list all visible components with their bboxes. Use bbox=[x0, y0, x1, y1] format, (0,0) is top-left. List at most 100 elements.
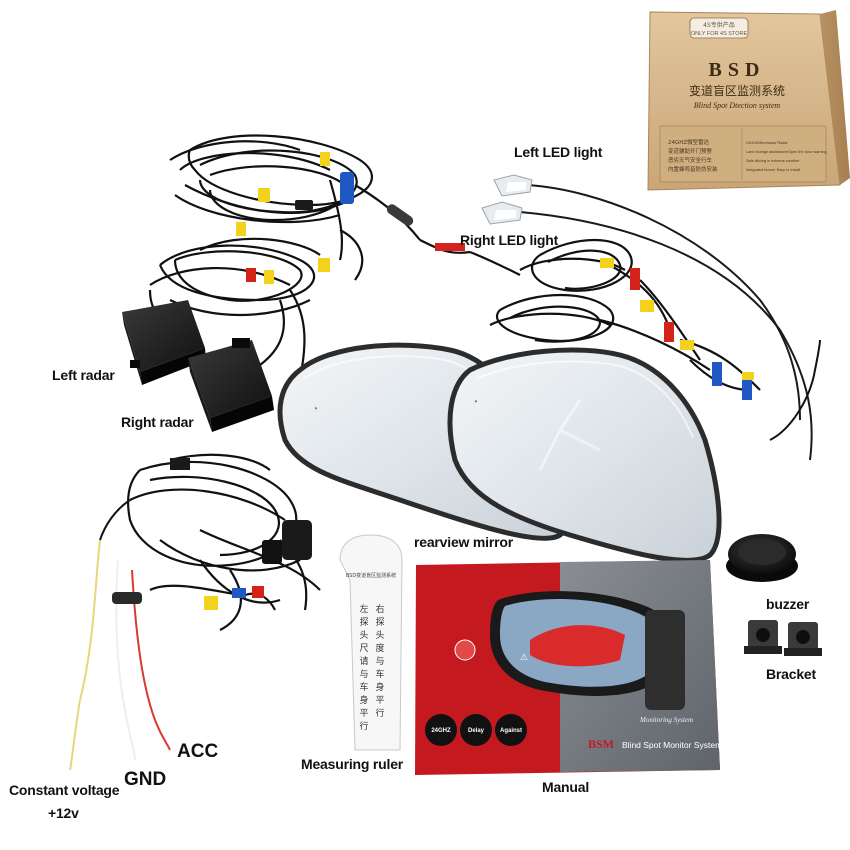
manual-badge-2: Delay bbox=[468, 728, 485, 734]
right-radar bbox=[188, 338, 274, 432]
label-right-radar: Right radar bbox=[121, 414, 194, 430]
main-cable-harness bbox=[148, 134, 471, 381]
label-measuring-ruler: Measuring ruler bbox=[301, 756, 404, 772]
manual-brand: BSM bbox=[588, 737, 614, 751]
box-panel-text: Lane change assistance/Open the door war… bbox=[746, 150, 827, 154]
ruler-char: 车 bbox=[359, 681, 368, 693]
ruler-char: 身 bbox=[359, 694, 368, 706]
label-constant-voltage-12v: +12v bbox=[48, 805, 79, 821]
manual-badge-3: Against bbox=[500, 728, 522, 734]
black-connector bbox=[170, 458, 190, 470]
led-cable-coil bbox=[469, 239, 761, 392]
box-panel-text: 变道辅助开门预警 bbox=[668, 147, 713, 155]
blue-connector bbox=[340, 172, 354, 204]
yellow-tag bbox=[264, 270, 274, 284]
right-led-light bbox=[481, 201, 523, 225]
rearview-mirror-right: ◔ bbox=[447, 347, 722, 563]
label-left-led-light: Left LED light bbox=[514, 144, 603, 160]
ruler-char: 头 bbox=[375, 630, 384, 641]
ruler-char: 头 bbox=[359, 630, 368, 641]
manual: ⚠ 24GHZ Delay Against Monitoring System … bbox=[415, 560, 722, 775]
ruler-char: 探 bbox=[375, 616, 384, 628]
label-acc: ACC bbox=[177, 741, 219, 762]
box-top-tag bbox=[689, 17, 749, 39]
yellow-tag bbox=[680, 340, 694, 350]
box-info-panel bbox=[659, 125, 827, 183]
ruler-char: 尺 bbox=[359, 643, 368, 654]
left-radar bbox=[122, 300, 206, 385]
power-wires bbox=[69, 499, 171, 771]
label-gnd: GND bbox=[124, 769, 167, 790]
box-panel-text: 24GHZMicrowave Radar bbox=[746, 141, 789, 145]
label-buzzer: buzzer bbox=[766, 596, 810, 612]
red-connector bbox=[630, 268, 640, 290]
box-top-tag-en: ONLY FOR 4S STORE bbox=[691, 31, 748, 37]
bracket-left bbox=[744, 620, 782, 654]
left-led-light bbox=[493, 174, 533, 197]
led-cable-connectors bbox=[600, 258, 754, 400]
yellow-tag bbox=[258, 188, 270, 202]
box-title-cn: 变道盲区监测系统 bbox=[689, 83, 785, 98]
blue-connector bbox=[712, 362, 722, 386]
blue-connector bbox=[742, 374, 752, 400]
mirror-right-icon: ◔ bbox=[472, 397, 478, 408]
ruler-char: 请 bbox=[359, 655, 368, 667]
black-connector bbox=[262, 540, 282, 564]
label-bracket: Bracket bbox=[766, 666, 816, 682]
manual-script-text: Monitoring System bbox=[639, 716, 693, 724]
label-constant-voltage: Constant voltage bbox=[9, 782, 120, 798]
box-brand: BSD bbox=[709, 59, 766, 81]
ruler-char: 平 bbox=[359, 708, 368, 719]
manual-subtitle: Blind Spot Monitor System bbox=[622, 740, 722, 750]
product-box: 4S专供产品 ONLY FOR 4S STORE BSD 变道盲区监测系统 Bl… bbox=[647, 10, 850, 191]
label-rearview-mirror: rearview mirror bbox=[414, 534, 513, 550]
round-plug bbox=[112, 592, 142, 604]
mirror-left-icon: ◔ bbox=[312, 404, 318, 415]
power-cable-harness bbox=[126, 453, 321, 631]
bracket-right bbox=[784, 622, 822, 656]
buzzer bbox=[726, 339, 821, 582]
black-box-connector bbox=[282, 520, 312, 560]
manual-badge-1: 24GHZ bbox=[431, 728, 451, 734]
box-top-tag-cn: 4S专供产品 bbox=[703, 21, 735, 29]
box-panel-text: 内置蜂鸣音防伪安装 bbox=[668, 165, 718, 173]
red-connector bbox=[252, 586, 264, 598]
yellow-tag bbox=[640, 300, 654, 312]
box-title-en: Blind Spot Dtection system bbox=[694, 101, 781, 110]
harness-connectors bbox=[236, 152, 465, 284]
label-left-radar: Left radar bbox=[52, 367, 115, 383]
yellow-tag bbox=[318, 258, 330, 272]
blue-connector bbox=[232, 588, 246, 598]
box-panel-text: 恶劣天气安全行车 bbox=[668, 156, 713, 164]
manual-badges: 24GHZ Delay Against bbox=[425, 714, 527, 746]
ruler-char: 左 bbox=[359, 603, 368, 615]
box-panel-text: Safe driving in extreme weather bbox=[746, 159, 800, 163]
ruler-char: 行 bbox=[359, 720, 368, 732]
red-connector bbox=[435, 243, 465, 251]
plug-connector bbox=[386, 204, 414, 226]
box-panel-text: Integrated buzzer Easy to Install bbox=[746, 168, 800, 172]
red-connector bbox=[246, 268, 256, 282]
ruler-char: 身 bbox=[375, 681, 384, 693]
label-right-led-light: Right LED light bbox=[460, 232, 559, 248]
mirror-warning-icon: ⚠ bbox=[520, 652, 528, 662]
box-panel-text: 24GHZ微型雷达 bbox=[668, 138, 710, 146]
ruler-char: 行 bbox=[375, 707, 384, 719]
red-connector bbox=[664, 322, 674, 342]
black-connector bbox=[295, 200, 313, 210]
ruler-char: 探 bbox=[359, 616, 368, 628]
ruler-char: 与 bbox=[375, 656, 384, 667]
label-manual: Manual bbox=[542, 779, 590, 795]
ruler-char: 车 bbox=[375, 668, 384, 680]
power-connectors bbox=[112, 458, 312, 610]
yellow-tag bbox=[204, 596, 218, 610]
ruler-char: 与 bbox=[359, 669, 368, 680]
yellow-tag bbox=[320, 152, 330, 166]
ruler-header: BSD变道盲区监测系统 bbox=[346, 572, 396, 579]
yellow-tag bbox=[236, 222, 246, 236]
ruler-char: 右 bbox=[375, 603, 384, 615]
